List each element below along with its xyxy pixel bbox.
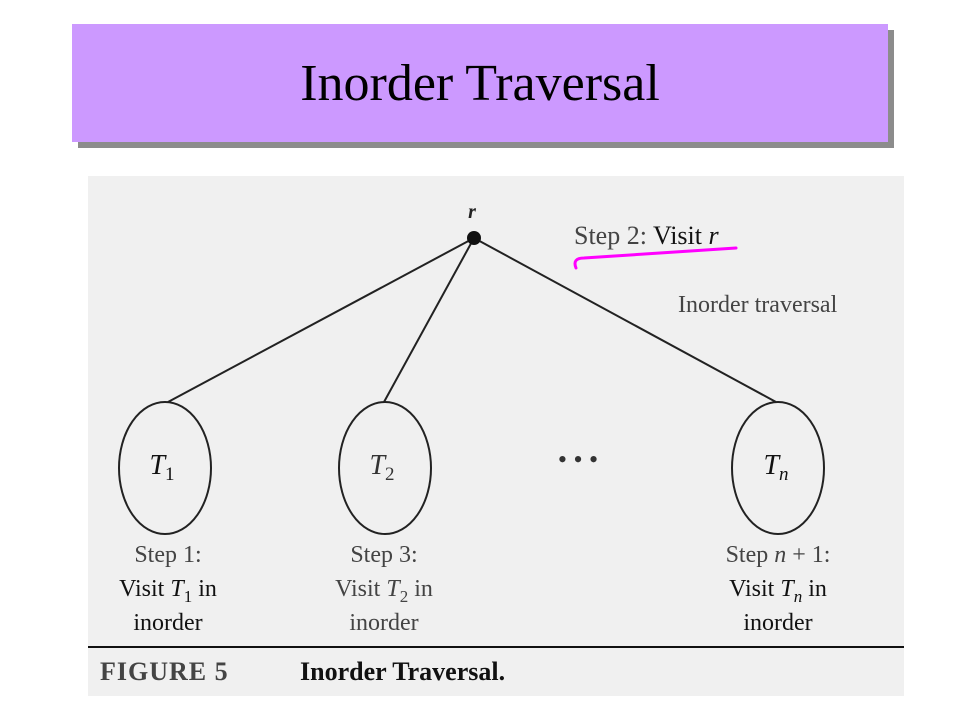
subtree-t1-label: T1 (149, 450, 174, 485)
subtree-t1-node (118, 401, 212, 535)
title-banner: Inorder Traversal (72, 24, 888, 142)
inorder-side-note: Inorder traversal (678, 292, 838, 318)
figure-caption-text: Inorder Traversal. (300, 657, 505, 686)
root-node (467, 231, 481, 245)
figure-caption-label: FIGURE 5 (100, 657, 229, 686)
figure-panel: r Step 2: Visit r Inorder traversal T1 T… (88, 176, 904, 696)
subtree-t2-visit: Visit T2 in (335, 576, 433, 606)
slide-title: Inorder Traversal (300, 54, 660, 112)
subtree-t2-order: inorder (349, 610, 418, 636)
edge-root-tn (473, 237, 777, 403)
subtree-tn-node (731, 401, 825, 535)
subtree-tn-order: inorder (743, 610, 812, 636)
subtree-t2-step: Step 3: (350, 542, 417, 568)
edge-root-t2 (383, 237, 475, 403)
root-step-label: Step 2: Visit r (574, 221, 720, 250)
subtree-t1-step: Step 1: (134, 542, 201, 568)
subtree-tn-label: Tn (763, 450, 788, 485)
subtree-tn-visit: Visit Tn in (729, 576, 827, 606)
subtree-tn-steps: Step n + 1: Visit Tn in inorder (726, 542, 831, 636)
subtree-t1-order: inorder (133, 610, 202, 636)
tree-diagram: r Step 2: Visit r Inorder traversal T1 T… (88, 201, 904, 686)
root-label: r (468, 201, 476, 223)
subtree-t1-visit: Visit T1 in (119, 576, 217, 606)
subtree-t2-steps: Step 3: Visit T2 in inorder (335, 542, 433, 636)
subtree-t1-steps: Step 1: Visit T1 in inorder (119, 542, 217, 636)
subtree-ellipsis: • • • (558, 445, 598, 474)
edge-root-t1 (167, 237, 475, 403)
subtree-t2-node (338, 401, 432, 535)
subtree-t2-label: T2 (369, 450, 394, 485)
subtree-tn-step: Step n + 1: (726, 542, 831, 568)
annotation-underline (573, 246, 738, 270)
